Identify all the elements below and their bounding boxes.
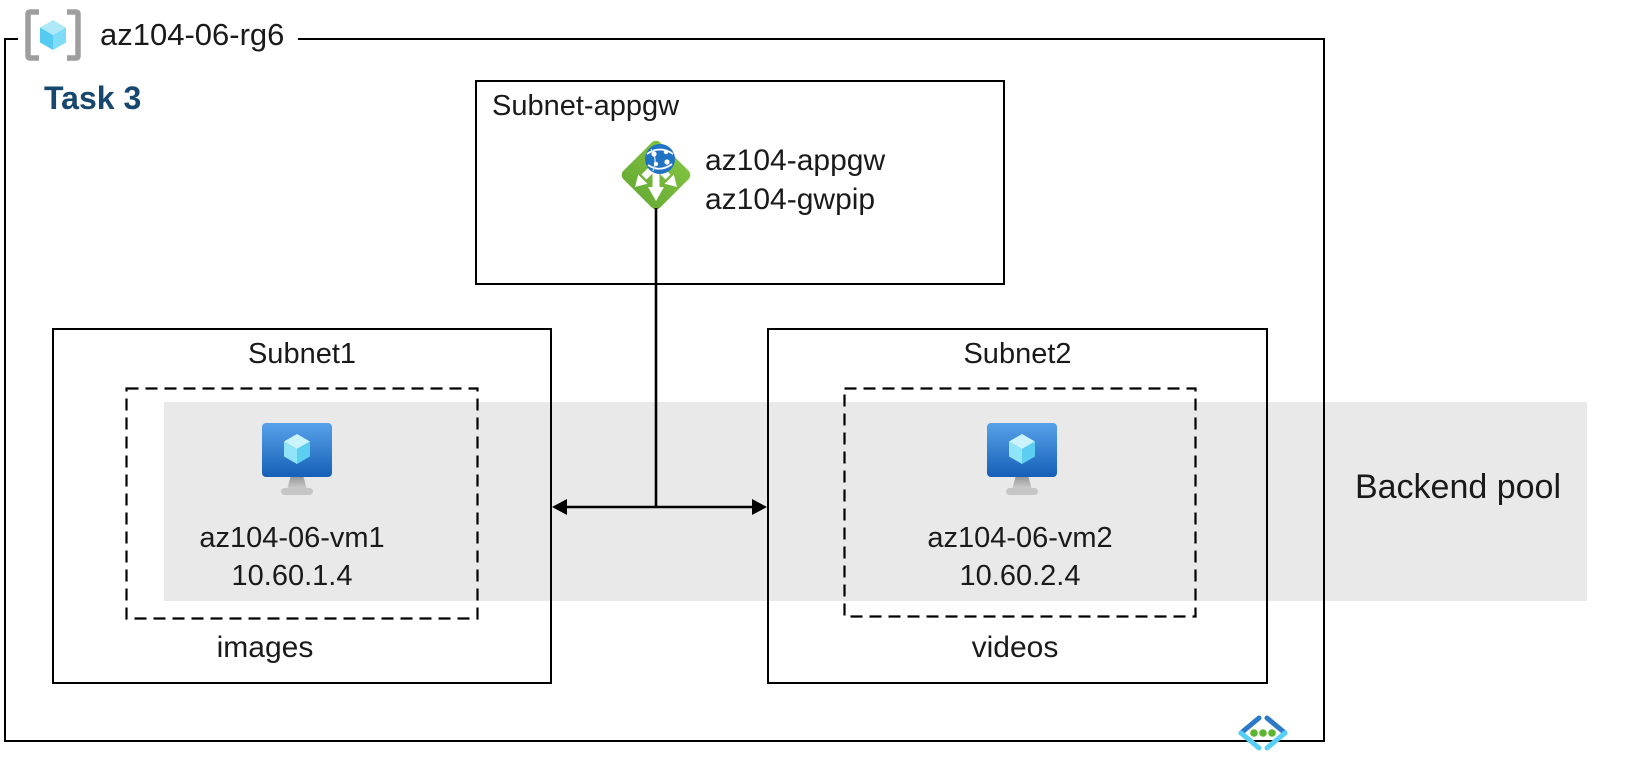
vm2-text: az104-06-vm2 10.60.2.4 [860, 519, 1180, 595]
application-gateway-text: az104-appgw az104-gwpip [705, 141, 885, 219]
backend-pool-label: Backend pool [1354, 468, 1562, 506]
vm1-ip: 10.60.1.4 [231, 560, 353, 592]
task-heading: Task 3 [44, 80, 142, 116]
backend-pool-dashed-box-1 [125, 387, 479, 620]
vm1-text: az104-06-vm1 10.60.1.4 [132, 519, 452, 595]
virtual-network-icon [1238, 715, 1288, 751]
virtual-machine-icon [262, 423, 332, 495]
subnet2-container-label: videos [971, 631, 1059, 664]
subnet1-box: Subnet1 [52, 328, 552, 684]
connector-arrows [552, 208, 767, 515]
subnet-appgw-label: Subnet-appgw [492, 90, 680, 122]
resource-group-box [4, 38, 1325, 742]
subnet2-label: Subnet2 [963, 338, 1072, 370]
application-gateway-name: az104-appgw [705, 144, 886, 177]
subnet2-box: Subnet2 [767, 328, 1268, 684]
vm1-name: az104-06-vm1 [199, 522, 385, 554]
backend-pool-dashed-box-2 [843, 387, 1197, 618]
virtual-machine-icon [987, 423, 1057, 495]
resource-group-header: az104-06-rg6 [18, 6, 299, 64]
gateway-public-ip-name: az104-gwpip [705, 183, 876, 216]
backend-pool-band [164, 402, 1587, 601]
vm2-name: az104-06-vm2 [927, 522, 1113, 554]
resource-group-icon [25, 9, 81, 61]
vm2-ip: 10.60.2.4 [959, 560, 1081, 592]
application-gateway-icon [621, 140, 691, 210]
subnet1-container-label: images [216, 631, 314, 664]
subnet1-label: Subnet1 [247, 338, 357, 370]
resource-group-name: az104-06-rg6 [100, 17, 285, 52]
subnet-appgw-box [475, 80, 1005, 285]
